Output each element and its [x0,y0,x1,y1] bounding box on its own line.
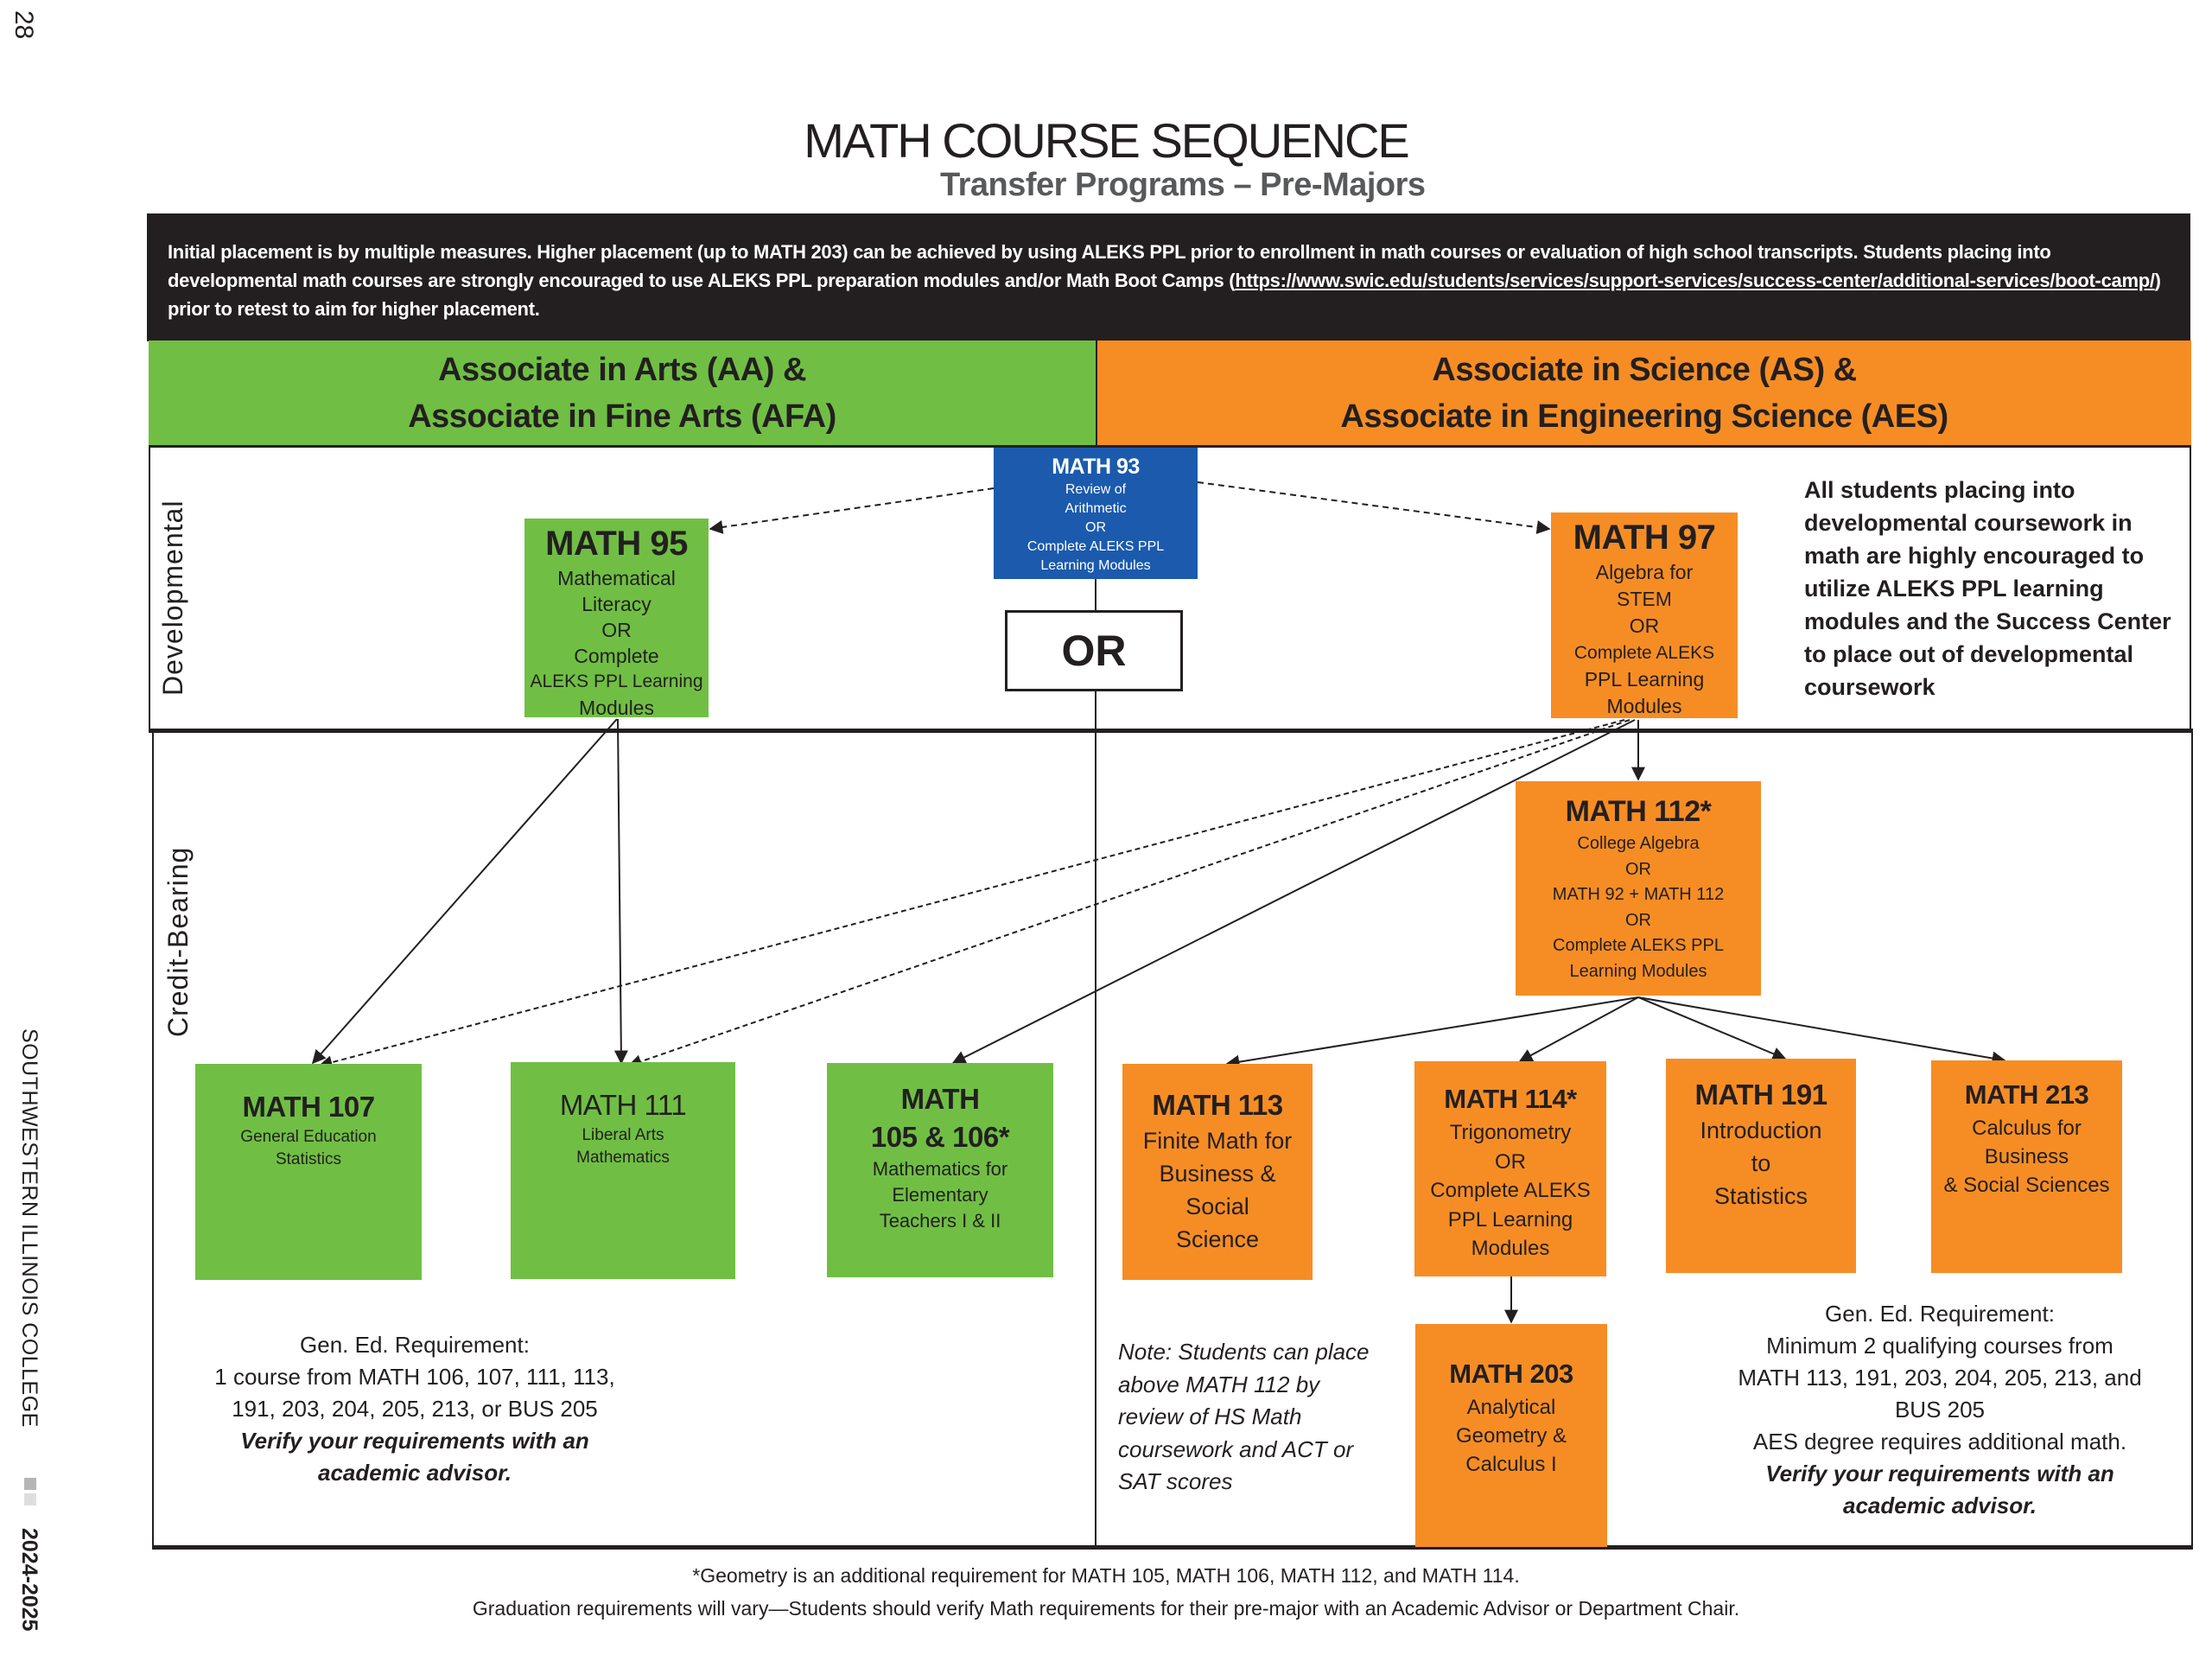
requirement-heading: Gen. Ed. Requirement: [1825,1301,2055,1327]
side-banner: SOUTHWESTERN ILLINOIS COLLEGE 2024-2025 [7,1028,41,1633]
course-code: MATH 213 [1964,1079,2089,1110]
decorative-square [24,1493,36,1505]
column-header-as-line1: Associate in Science (AS) & [1432,351,1857,388]
intro-text-end: ) prior to retest to aim for higher plac… [168,270,2161,320]
decorative-square [24,1478,36,1490]
course-code: MATH 112* [1565,795,1712,828]
placement-note: Note: Students can place above MATH 112 … [1118,1339,1370,1494]
course-code: MATH 111 [559,1089,687,1121]
course-code: MATH 93 [1052,455,1140,479]
page-title-text: MATH COURSE SEQUENCE [804,113,1409,168]
column-header-aa-line1: Associate in Arts (AA) & [438,351,806,388]
boot-camp-link[interactable]: https://www.swic.edu/students/services/s… [1235,270,2155,291]
course-code: MATH 97 [1573,519,1716,557]
section-label-credit-bearing: Credit-Bearing [162,846,194,1037]
course-code: MATH 114* [1444,1084,1577,1114]
requirement-line: 1 course from MATH 106, 107, 111, 113, [214,1364,615,1390]
column-header-aa: Associate in Arts (AA) & Associate in Fi… [149,341,1097,448]
verify-note: academic advisor. [317,1460,512,1486]
requirement-line: AES degree requires additional math. [1752,1429,2127,1454]
section-label-developmental: Developmental [157,500,188,696]
verify-note: academic advisor. [1842,1493,2037,1518]
requirement-line: MATH 113, 191, 203, 204, 205, 213, and [1738,1365,2142,1391]
column-header-as: Associate in Science (AS) & Associate in… [1097,341,2191,448]
requirement-line: Minimum 2 qualifying courses from [1766,1333,2113,1359]
page-subtitle: Transfer Programs – Pre-Majors [940,167,1426,203]
page-number: 28 [10,10,38,40]
course-code-line2: 105 & 106* [870,1121,1010,1153]
developmental-section [149,448,2191,733]
requirement-line: 191, 203, 204, 205, 213, or BUS 205 [232,1396,598,1422]
course-code: MATH 113 [1152,1089,1283,1121]
course-code: MATH 203 [1449,1359,1573,1389]
course-code: MATH 107 [242,1091,375,1123]
column-header-as-line2: Associate in Engineering Science (AES) [1340,398,1948,435]
footnote-graduation: Graduation requirements will vary—Studen… [472,1597,1740,1620]
aa-gen-ed-requirement: Gen. Ed. Requirement: 1 course from MATH… [164,1329,665,1489]
developmental-note: All students placing into developmental … [1804,477,2171,700]
verify-note: Verify your requirements with an [1765,1461,2114,1486]
footnote-geometry: *Geometry is an additional requirement f… [692,1564,1520,1587]
requirement-line: BUS 205 [1894,1397,1986,1423]
course-code: MATH 95 [545,525,688,563]
verify-note: Verify your requirements with an [240,1428,589,1454]
column-header-aa-line2: Associate in Fine Arts (AFA) [408,398,836,435]
intro-text: Initial placement is by multiple measure… [168,241,2051,291]
requirement-heading: Gen. Ed. Requirement: [300,1332,530,1358]
course-code-line1: MATH [900,1083,980,1115]
or-separator: OR [1005,610,1183,691]
college-name: SOUTHWESTERN ILLINOIS COLLEGE [17,1028,41,1428]
page-title: MATH COURSE SEQUENCE [0,112,2212,169]
as-gen-ed-requirement: Gen. Ed. Requirement: Minimum 2 qualifyi… [1694,1298,2186,1522]
course-code: MATH 191 [1694,1079,1827,1111]
placement-intro: Initial placement is by multiple measure… [147,213,2190,341]
credit-bearing-section [152,733,2193,1550]
section-bottom-border [152,1545,2193,1549]
